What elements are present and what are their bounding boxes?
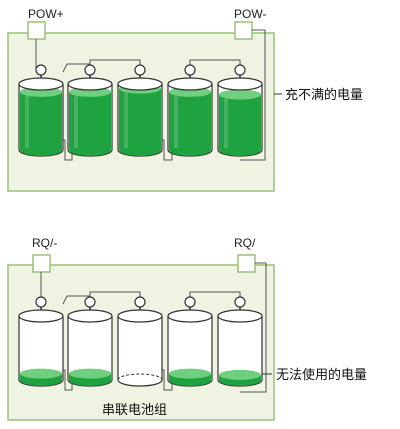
bottom-terminal-right-wire: [240, 262, 267, 393]
bottom-battery-charge-surface: [219, 369, 261, 380]
top-battery-gloss: [124, 92, 128, 148]
bottom-battery-cap: [184, 296, 196, 308]
bottom-terminal-left: RQ/-: [32, 236, 57, 302]
bottom-battery-top: [67, 309, 113, 323]
bottom-battery-body: [67, 316, 113, 387]
top-battery: [117, 64, 163, 157]
bottom-battery-charge-surface: [169, 368, 211, 379]
top-annotation-text: 充不满的电量: [285, 87, 363, 103]
top-battery-gloss: [25, 95, 29, 148]
bottom-terminal-right: RQ/: [234, 236, 267, 393]
top-battery-cap: [184, 64, 196, 76]
top-series-wire: [160, 139, 173, 161]
top-battery-charge: [219, 94, 261, 156]
top-terminal-right-label: POW-: [234, 7, 266, 21]
top-battery-top: [217, 77, 263, 91]
top-battery-top: [117, 77, 163, 91]
top-terminal-left: POW+: [27, 7, 64, 70]
top-battery-charge: [20, 91, 62, 156]
bottom-battery: [67, 296, 113, 387]
top-series-wire: [62, 63, 90, 73]
bottom-caption: 串联电池组: [102, 403, 167, 418]
top-battery-gloss: [74, 95, 78, 148]
top-battery-charge: [119, 88, 161, 156]
top-terminal-left-box: [27, 21, 46, 40]
top-battery-cap: [84, 64, 96, 76]
bottom-terminal-right-box: [237, 254, 256, 273]
bottom-annotation-text: 无法使用的电量: [276, 367, 367, 383]
top-panel: POW+ POW- 充不满的电量: [7, 7, 363, 192]
top-battery-top: [67, 77, 113, 91]
bottom-battery-cap: [84, 296, 96, 308]
bottom-terminal-right-label: RQ/: [234, 236, 256, 250]
top-battery: [18, 64, 64, 157]
top-battery: [217, 64, 263, 157]
bottom-battery-cap: [134, 296, 146, 308]
bottom-battery: [18, 296, 64, 387]
bottom-battery-row: [18, 291, 263, 391]
bottom-battery: [167, 296, 213, 387]
top-terminal-right-wire: [240, 29, 266, 161]
top-battery-gloss: [224, 98, 228, 148]
top-battery-cap: [234, 64, 246, 76]
bottom-battery-top: [217, 309, 263, 323]
top-battery-top: [167, 77, 213, 91]
top-battery-gloss: [174, 95, 178, 148]
top-battery: [67, 64, 113, 157]
top-battery-charge-surface: [219, 89, 261, 100]
top-series-wire: [189, 59, 241, 68]
bottom-battery-top: [18, 309, 64, 323]
bottom-battery-cap: [234, 296, 246, 308]
bottom-series-wire: [62, 295, 90, 305]
top-battery-row: [18, 59, 263, 161]
bottom-terminal-left-box: [32, 254, 51, 273]
bottom-battery-charge-surface: [20, 368, 62, 379]
bottom-terminal-left-label: RQ/-: [32, 236, 57, 250]
top-battery-cap: [134, 64, 146, 76]
bottom-series-wire: [189, 291, 241, 300]
bottom-battery-top: [167, 309, 213, 323]
bottom-battery-cap: [35, 296, 47, 308]
top-battery-cap: [35, 64, 47, 76]
bottom-series-wire: [160, 369, 173, 391]
top-battery-charge: [169, 91, 211, 156]
top-terminal-left-label: POW+: [28, 7, 64, 21]
bottom-series-wire: [61, 369, 73, 391]
top-terminal-right: POW-: [234, 7, 266, 161]
top-battery-charge: [69, 91, 111, 156]
top-battery: [167, 64, 213, 157]
top-battery-top: [18, 77, 64, 91]
bottom-battery: [217, 296, 263, 387]
bottom-battery-charge-surface: [69, 368, 111, 379]
top-terminal-right-box: [234, 21, 253, 40]
bottom-battery-top: [117, 309, 163, 323]
bottom-battery: [117, 296, 163, 387]
top-series-wire: [61, 139, 73, 161]
bottom-panel: RQ/- RQ/ 无法使用的电量 串联电池组: [7, 236, 367, 421]
bottom-battery-body: [117, 316, 163, 387]
